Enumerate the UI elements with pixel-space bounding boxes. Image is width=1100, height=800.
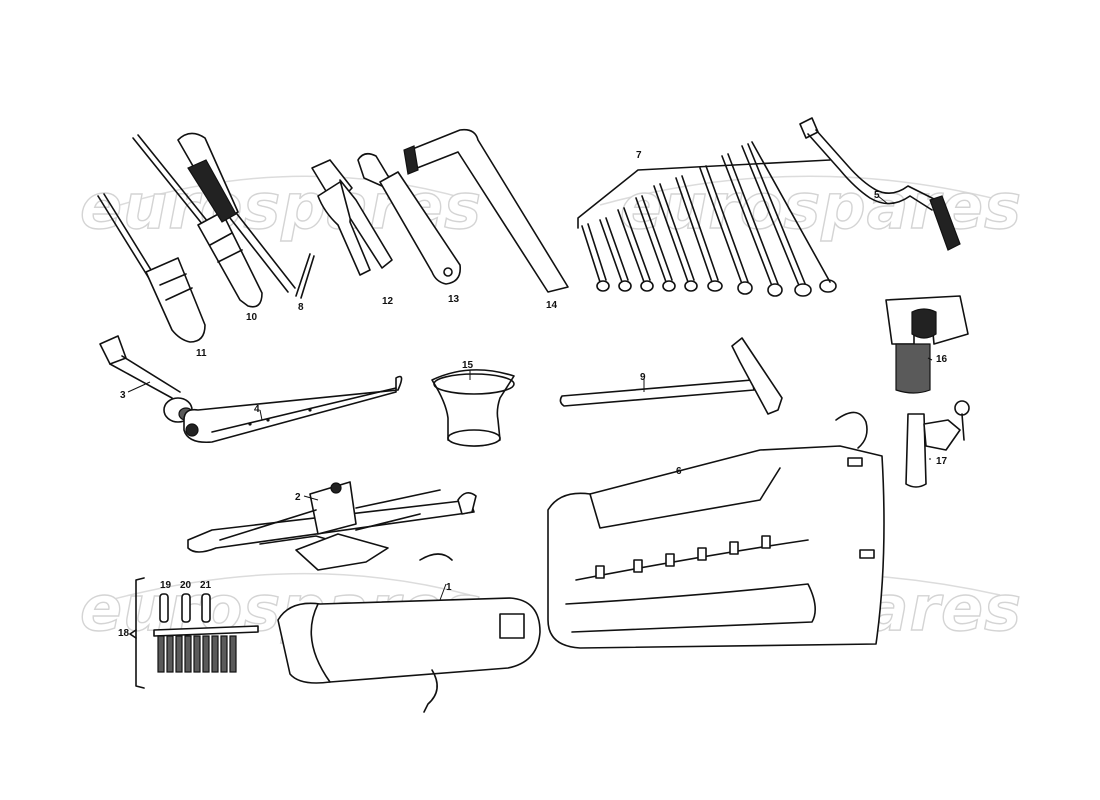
callout-20: 20 [180,580,192,591]
callout-5: 5 [874,190,880,201]
callout-21: 21 [200,580,212,591]
callout-2: 2 [295,492,301,503]
callout-6: 6 [676,466,682,477]
callout-17: 17 [936,456,948,467]
callout-16: 16 [936,354,948,365]
watermark-text: eurospares [620,170,1022,243]
callout-7: 7 [636,150,642,161]
leader-lines [127,195,933,601]
wheel-brace-lever-4-icon [183,375,403,444]
callout-4: 4 [254,404,260,415]
hammer-9-icon [559,337,783,415]
funnel-15-icon [431,369,515,447]
callout-13: 13 [448,294,460,305]
callout-11: 11 [196,348,207,359]
screwdriver-11-icon [97,193,206,343]
callout-12: 12 [382,296,394,307]
watermark-text: eurospares [80,170,482,243]
callout-labels: 1 2 3 4 5 6 7 8 9 10 11 12 13 14 15 16 1… [118,150,948,639]
callout-14: 14 [546,300,558,311]
callout-15: 15 [462,360,474,371]
fuse-kit-18-icon [129,577,259,689]
watermark-top-left: eurospares [79,169,482,243]
scissor-jack-2-icon [187,481,477,571]
callout-3: 3 [120,390,126,401]
pliers-12-icon [311,159,393,276]
battery-clamp-16-icon [885,295,969,394]
callout-10: 10 [246,312,258,323]
crank-handle-5-icon [799,117,961,251]
callout-8: 8 [298,302,304,313]
callout-9: 9 [640,372,646,383]
watermark-top-right: eurospares [599,169,1022,244]
callout-1: 1 [446,582,452,593]
adjustable-wrench-13-icon [357,152,462,285]
wheel-brace-socket-3-icon [99,335,194,423]
callout-18: 18 [118,628,130,639]
callout-19: 19 [160,580,172,591]
tommy-bar-8-icon [177,132,315,299]
battery-terminal-17-icon [905,400,970,488]
jack-bag-1-icon [277,553,541,713]
tool-roll-6-icon [547,411,885,649]
spanner-set-7-icon [577,141,837,297]
screwdriver-10-icon [132,134,263,308]
hex-key-14-icon [403,128,569,293]
